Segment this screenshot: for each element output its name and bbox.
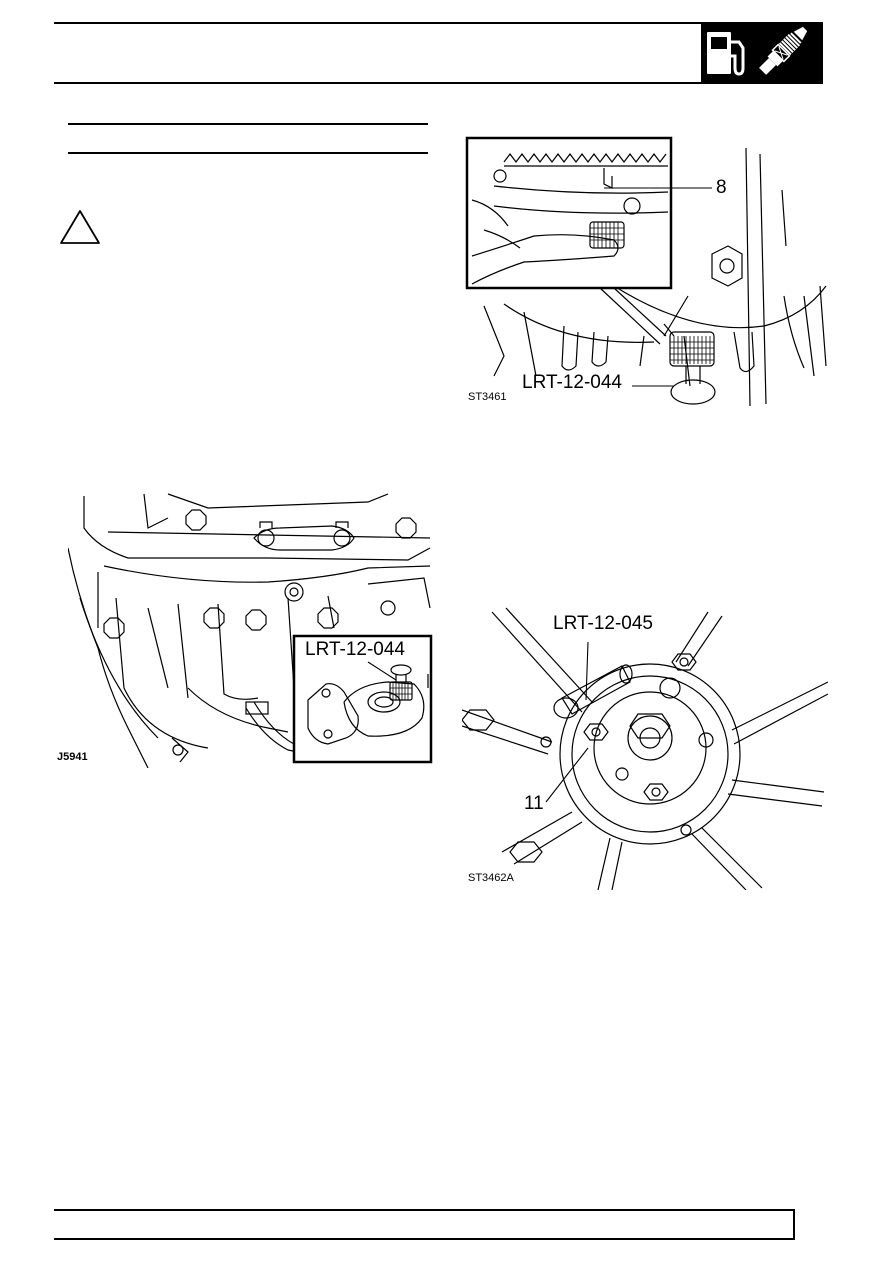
footer-frame (54, 1209, 795, 1240)
figure-flywheel-locking-tool (462, 602, 828, 890)
section-rule-top (68, 123, 428, 125)
figure-gearbox-sump-cover (68, 488, 434, 768)
callout-tool-lrt-12-045: LRT-12-045 (553, 613, 653, 634)
callout-tool-lrt-12-044-top: LRT-12-044 (522, 372, 622, 393)
callout-item-8: 8 (716, 177, 727, 198)
figure-id-st3461: ST3461 (468, 391, 507, 403)
warning-triangle-icon (58, 208, 102, 246)
header-rule (54, 22, 823, 24)
callout-item-11: 11 (524, 793, 544, 814)
figure-sump-plug-tool (464, 136, 830, 410)
section-rule-bottom (68, 152, 428, 154)
callout-tool-lrt-12-044-left: LRT-12-044 (305, 639, 405, 660)
fuel-pump-and-spark-plug-icon (701, 22, 823, 84)
figure-id-st3462a: ST3462A (468, 872, 514, 884)
header-bottom-rule (54, 82, 823, 84)
figure-id-j5941: J5941 (57, 751, 88, 763)
footer-top-rule (54, 1209, 795, 1211)
